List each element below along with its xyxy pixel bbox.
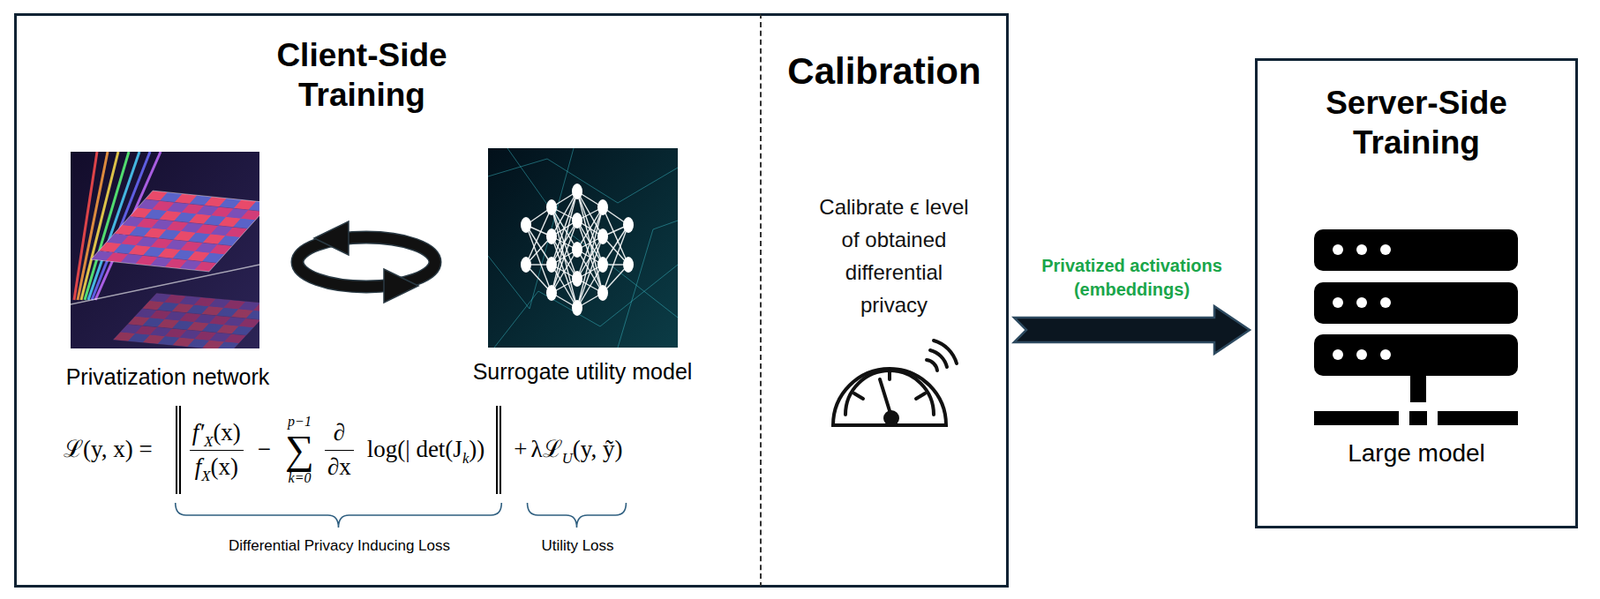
text-holder: Calibrate ϵ level of obtained differenti… bbox=[811, 190, 977, 322]
surrogate-picture bbox=[488, 148, 678, 348]
text-holder: Calibration bbox=[764, 49, 1005, 94]
fraction-numerator: ∂ bbox=[330, 419, 348, 447]
braces bbox=[175, 503, 627, 528]
brace-label: Utility Loss bbox=[540, 536, 614, 556]
text-holder: Server-Side Training bbox=[1275, 82, 1558, 163]
norm-group: f′X(x)fX(x)−p−1∑k=0∂∂xlog(| det(Jk)) bbox=[175, 405, 503, 495]
equation-term: X bbox=[203, 433, 213, 451]
text-holder: Differential Privacy Inducing Loss bbox=[227, 536, 451, 556]
log-term: log(| det(Jk)) bbox=[364, 435, 489, 464]
equation-term: − bbox=[257, 435, 271, 464]
section-title: Calibration bbox=[787, 49, 981, 94]
surrogate-node: Surrogate utility model bbox=[441, 145, 724, 393]
equation-term: + bbox=[513, 435, 527, 464]
equation-term: (x) bbox=[210, 453, 238, 481]
equation-term: ∂x bbox=[327, 453, 352, 481]
equation-term: X bbox=[201, 467, 211, 485]
text-holder: Privatization network bbox=[35, 363, 301, 391]
server-box: Server-Side TrainingLarge model bbox=[1254, 58, 1578, 529]
client-region: Client-Side TrainingPrivatization networ… bbox=[14, 13, 760, 588]
edge-label: Privatized activations (embeddings) bbox=[1014, 254, 1250, 302]
fraction-denominator: fX(x) bbox=[192, 453, 241, 481]
equation-term: log(| det(J bbox=[367, 435, 463, 464]
section-title: Server-Side Training bbox=[1275, 82, 1558, 163]
picture-caption: Privatization network bbox=[66, 363, 271, 391]
utility-term: λℒU(y, ỹ) bbox=[531, 435, 624, 464]
flow-arrow bbox=[1014, 306, 1250, 354]
picture-caption: Surrogate utility model bbox=[473, 358, 693, 385]
text-holder: Surrogate utility model bbox=[441, 358, 724, 385]
privatization-node: Privatization network bbox=[35, 148, 301, 396]
server-icon bbox=[1314, 229, 1518, 426]
section-title: Client-Side Training bbox=[220, 35, 504, 115]
equation-term: )) bbox=[468, 435, 485, 464]
fraction: ∂ ∂x bbox=[324, 419, 354, 481]
text-holder: Client-Side Training bbox=[220, 35, 504, 115]
summation: p−1∑k=0 bbox=[285, 413, 315, 487]
calibration-region: CalibrationCalibrate ϵ level of obtained… bbox=[759, 13, 1009, 588]
equation-term: ℒ(y, x) = bbox=[63, 435, 153, 464]
brace-label: Differential Privacy Inducing Loss bbox=[228, 536, 451, 556]
equation-term: λℒ bbox=[531, 435, 563, 464]
equation-term: (x) bbox=[212, 419, 241, 447]
equation-term: k bbox=[462, 450, 469, 467]
text-holder: Privatized activations (embeddings) bbox=[1014, 254, 1250, 302]
equation-term: f′ bbox=[192, 419, 204, 447]
fraction-denominator: ∂x bbox=[324, 453, 354, 481]
box-caption: Large model bbox=[1347, 438, 1486, 469]
fraction: f′X(x)fX(x) bbox=[189, 419, 244, 481]
equation-term: p−1 bbox=[287, 413, 312, 430]
text-holder: Large model bbox=[1275, 438, 1558, 469]
fraction-bar bbox=[324, 450, 354, 451]
section-text: Calibrate ϵ level of obtained differenti… bbox=[811, 190, 977, 322]
equation: ℒ(y, x) =f′X(x)fX(x)−p−1∑k=0∂∂xlog(| det… bbox=[63, 401, 623, 499]
equation-term: U bbox=[562, 450, 573, 467]
cycle-arrows bbox=[297, 221, 436, 303]
equation-term: ∑ bbox=[285, 429, 315, 471]
gauge-icon bbox=[833, 340, 957, 426]
equation-term: f bbox=[195, 453, 203, 481]
text-holder: Utility Loss bbox=[540, 536, 615, 556]
equation-term: ∂ bbox=[333, 419, 346, 447]
privatization-picture bbox=[70, 151, 260, 349]
equation-term: k=0 bbox=[288, 470, 312, 487]
fraction-numerator: f′X(x) bbox=[189, 419, 244, 447]
equation-term: (y, ỹ) bbox=[572, 435, 624, 464]
fraction-bar bbox=[189, 450, 244, 451]
